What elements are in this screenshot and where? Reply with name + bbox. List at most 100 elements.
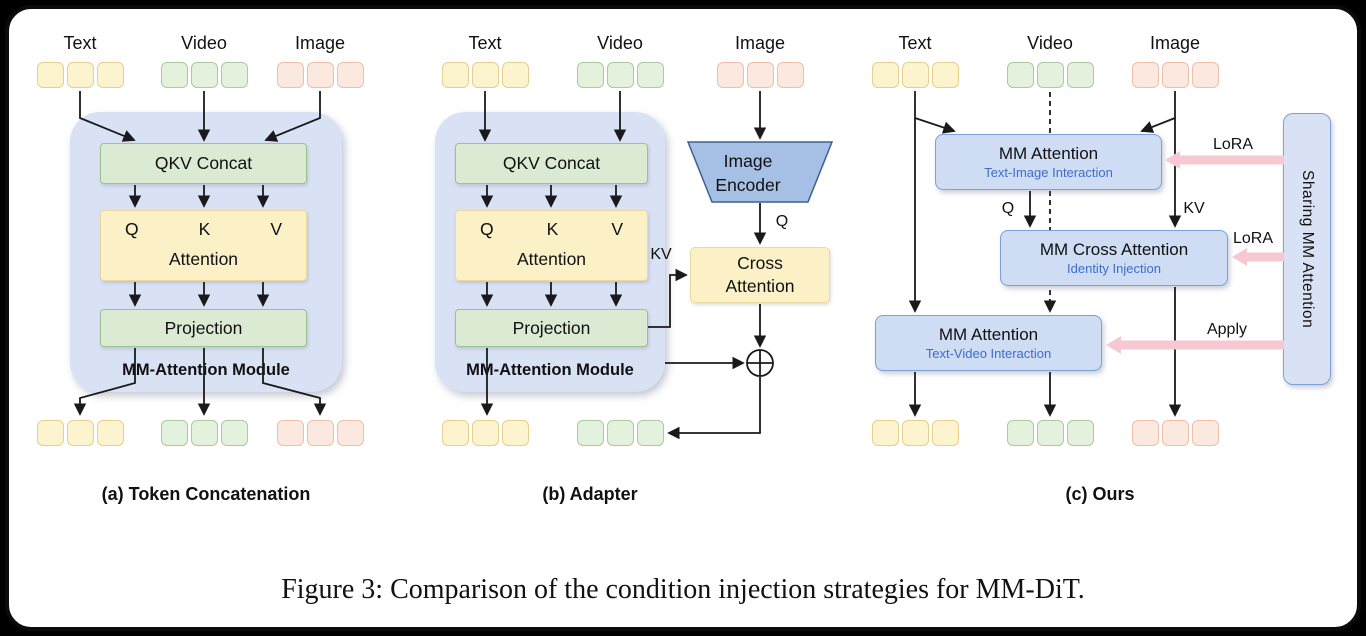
tokens-a-video-in bbox=[161, 62, 248, 88]
token bbox=[221, 420, 248, 446]
token bbox=[472, 420, 499, 446]
token bbox=[1192, 62, 1219, 88]
token bbox=[717, 62, 744, 88]
token bbox=[1192, 420, 1219, 446]
token bbox=[97, 420, 124, 446]
projection-label: Projection bbox=[164, 317, 243, 338]
token bbox=[1007, 62, 1034, 88]
identity-injection-subtitle: Identity Injection bbox=[1067, 261, 1161, 276]
token bbox=[502, 62, 529, 88]
mm-cross-attention-box: MM Cross Attention Identity Injection bbox=[1000, 230, 1228, 286]
mm-attention-text-image-box: MM Attention Text-Image Interaction bbox=[935, 134, 1162, 190]
tokens-a-text-in bbox=[37, 62, 124, 88]
token bbox=[1132, 420, 1159, 446]
lora-arrow-mid bbox=[1232, 248, 1284, 266]
tokens-b-video-out bbox=[577, 420, 664, 446]
attention-label: Attention bbox=[516, 249, 587, 269]
panel-b-arrows bbox=[478, 91, 767, 440]
token bbox=[932, 62, 959, 88]
tokens-a-image-in bbox=[277, 62, 364, 88]
token bbox=[191, 420, 218, 446]
panel-c-image-label: Image bbox=[1149, 33, 1201, 53]
tokens-a-text-out bbox=[37, 420, 124, 446]
tokens-c-image-out bbox=[1132, 420, 1219, 446]
panel-a-text-label: Text bbox=[63, 33, 97, 53]
tokens-c-text-out bbox=[872, 420, 959, 446]
v-label: V bbox=[611, 219, 623, 239]
token bbox=[37, 420, 64, 446]
token bbox=[67, 420, 94, 446]
module-name-a: MM-Attention Module bbox=[122, 361, 290, 379]
token bbox=[1162, 62, 1189, 88]
projection-box-a: Projection bbox=[100, 309, 307, 347]
sum-node bbox=[746, 349, 774, 377]
token bbox=[902, 62, 929, 88]
qkv-row: Q K V bbox=[101, 219, 306, 240]
qkv-concat-box-b: QKV Concat bbox=[455, 143, 648, 184]
v-label: V bbox=[270, 219, 282, 239]
module-name-b: MM-Attention Module bbox=[466, 361, 634, 379]
token bbox=[502, 420, 529, 446]
token bbox=[607, 420, 634, 446]
kv-label-b: KV bbox=[650, 246, 672, 263]
token bbox=[37, 62, 64, 88]
mm-cross-attention-title: MM Cross Attention bbox=[1039, 240, 1189, 259]
panel-a-caption: (a) Token Concatenation bbox=[101, 484, 311, 504]
panel-a-video-label: Video bbox=[181, 33, 227, 53]
token bbox=[872, 420, 899, 446]
mm-attention-title: MM Attention bbox=[938, 325, 1039, 344]
attention-box-b: Q K V Attention bbox=[455, 210, 648, 281]
qkv-row: Q K V bbox=[456, 219, 647, 240]
panel-c-arrows bbox=[908, 91, 1182, 417]
attention-label: Attention bbox=[168, 249, 239, 269]
kv-label-c: KV bbox=[1183, 200, 1205, 217]
panel-c-caption: (c) Ours bbox=[1065, 484, 1135, 504]
projection-label: Projection bbox=[512, 317, 591, 338]
apply-arrow bbox=[1106, 336, 1284, 354]
sharing-mm-attention-label: Sharing MM Attention bbox=[1299, 169, 1316, 329]
sharing-mm-attention-bar: Sharing MM Attention bbox=[1283, 113, 1331, 385]
panel-a-image-label: Image bbox=[294, 33, 346, 53]
token bbox=[1067, 62, 1094, 88]
token bbox=[161, 62, 188, 88]
lora-arrow-top bbox=[1165, 151, 1284, 169]
tokens-a-image-out bbox=[277, 420, 364, 446]
token bbox=[161, 420, 188, 446]
cross-attention-box: Cross Attention bbox=[690, 247, 830, 303]
mm-attention-title: MM Attention bbox=[998, 144, 1099, 163]
token bbox=[337, 420, 364, 446]
panel-b-text-label: Text bbox=[468, 33, 502, 53]
token bbox=[1132, 62, 1159, 88]
text-image-interaction-subtitle: Text-Image Interaction bbox=[984, 165, 1113, 180]
lora-label-top: LoRA bbox=[1212, 136, 1254, 153]
token bbox=[97, 62, 124, 88]
q-label: Q bbox=[480, 219, 494, 239]
image-encoder-label: Image Encoder bbox=[688, 150, 808, 197]
panel-a-arrows bbox=[73, 91, 327, 416]
token bbox=[932, 420, 959, 446]
tokens-c-video-out bbox=[1007, 420, 1094, 446]
token bbox=[191, 62, 218, 88]
q-label-c: Q bbox=[1001, 200, 1015, 217]
panel-b-caption: (b) Adapter bbox=[542, 484, 638, 504]
token bbox=[1162, 420, 1189, 446]
qkv-concat-box-a: QKV Concat bbox=[100, 143, 307, 184]
panel-c-text-label: Text bbox=[898, 33, 932, 53]
panel-c-video-label: Video bbox=[1027, 33, 1073, 53]
token bbox=[442, 420, 469, 446]
mm-attention-text-video-box: MM Attention Text-Video Interaction bbox=[875, 315, 1102, 371]
q-label: Q bbox=[125, 219, 139, 239]
panel-b-image-label: Image bbox=[734, 33, 786, 53]
token bbox=[777, 62, 804, 88]
k-label: K bbox=[198, 219, 211, 239]
lora-pink-arrows bbox=[1106, 151, 1284, 354]
token bbox=[1067, 420, 1094, 446]
token bbox=[607, 62, 634, 88]
token bbox=[872, 62, 899, 88]
tokens-b-text-out bbox=[442, 420, 529, 446]
token bbox=[902, 420, 929, 446]
token bbox=[1037, 420, 1064, 446]
tokens-a-video-out bbox=[161, 420, 248, 446]
token bbox=[442, 62, 469, 88]
